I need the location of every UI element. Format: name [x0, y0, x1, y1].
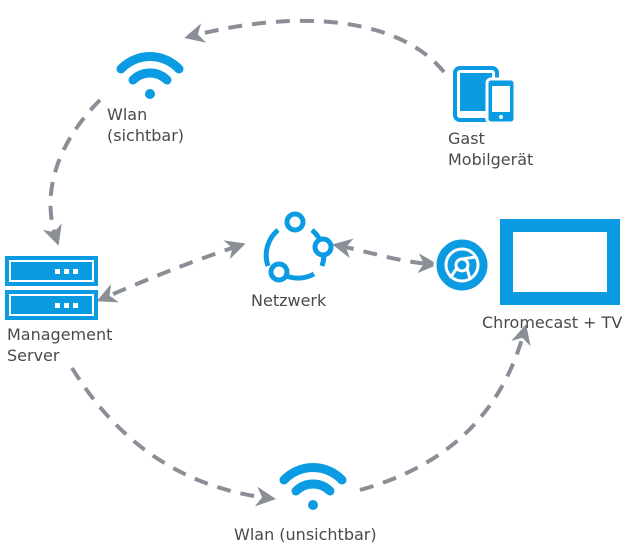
- arrow-network-server: [96, 240, 246, 303]
- wlan-visible-label-line1: Wlan: [107, 105, 148, 124]
- tablet-phone-icon: [453, 66, 517, 125]
- wifi-icon: [279, 463, 347, 510]
- wlan-visible-label-line2: (sichtbar): [107, 126, 185, 145]
- tv-screen-icon: [500, 219, 620, 305]
- guest-label-line1: Gast: [448, 129, 485, 148]
- chrome-icon: [433, 236, 491, 294]
- wifi-icon: [116, 52, 184, 99]
- arrow-wlan-hidden-to-tv: [359, 324, 531, 492]
- server-label-line2: Server: [7, 346, 60, 365]
- server-rack-icon: [5, 256, 98, 320]
- arrow-guest-to-wlan: [184, 18, 446, 74]
- chromecast-tv-label: Chromecast + TV: [482, 313, 623, 332]
- arrow-network-chromecast: [332, 238, 438, 274]
- guest-label-line2: Mobilgerät: [448, 150, 534, 169]
- wlan-hidden-label: Wlan (unsichtbar): [234, 525, 377, 544]
- network-share-icon: [263, 211, 334, 283]
- arrow-wlan-to-server: [42, 98, 102, 246]
- server-label-line1: Management: [7, 325, 113, 344]
- arrow-server-to-wlan-hidden: [70, 366, 276, 507]
- network-label: Netzwerk: [251, 291, 327, 310]
